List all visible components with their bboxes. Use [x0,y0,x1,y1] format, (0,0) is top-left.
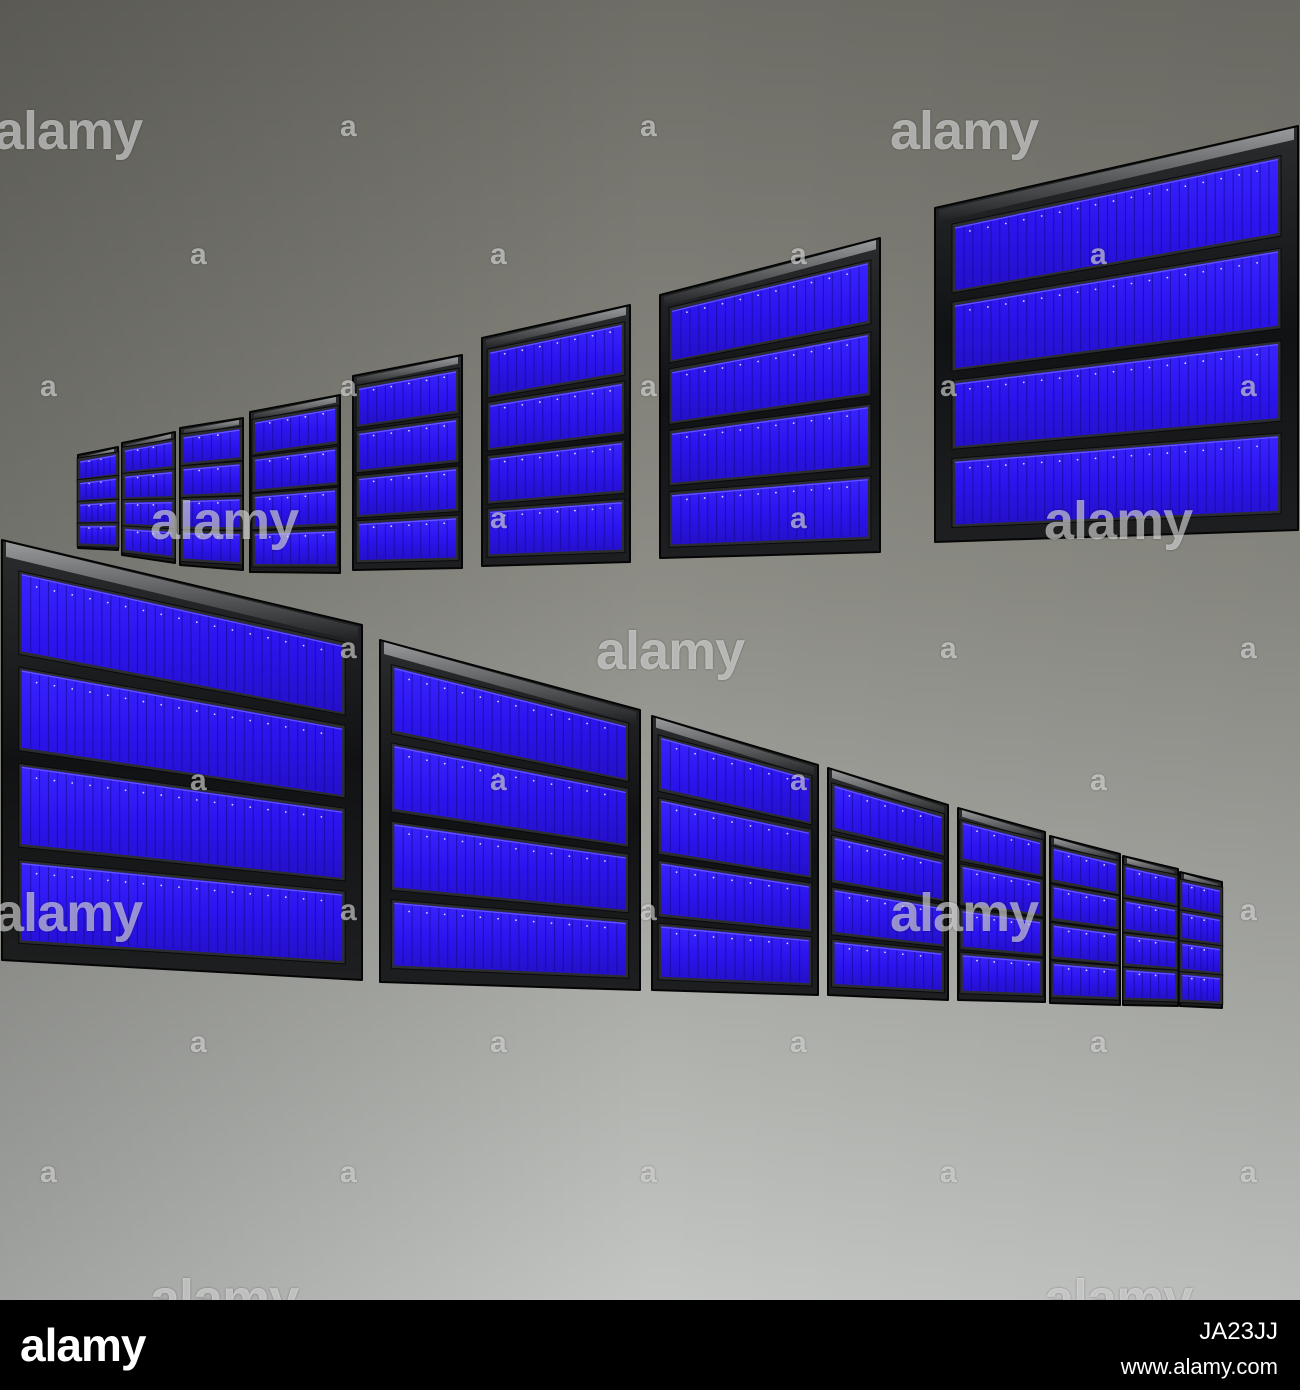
drive-panel [1053,848,1117,892]
lower-unit-5 [957,807,1046,1003]
drive-panel [358,370,457,425]
drive-panel [490,442,622,502]
watermark-center: alamy [596,621,745,681]
watermark-mark: a [490,764,507,797]
alamy-logo: alamy [20,1319,146,1371]
drive-panel [490,501,622,555]
watermark-mark: a [1240,370,1257,403]
watermark-mark: a [490,1026,507,1059]
watermark-mid-right: alamy [1044,491,1193,551]
watermark-mark: a [1240,632,1257,665]
watermark-lower-right: alamy [890,883,1039,943]
watermark-mark: a [340,110,357,143]
drive-panel [490,383,622,449]
watermark-mark: a [340,632,357,665]
site-url: www.alamy.com [1120,1354,1278,1379]
lower-rack-row [1,539,1224,1009]
watermark-mark: a [790,238,807,271]
lower-unit-7 [1122,855,1179,1007]
watermark-mark: a [190,1026,207,1059]
watermark-mark: a [790,1026,807,1059]
watermark-top-left: alamy [0,101,143,161]
lower-unit-1 [1,539,363,981]
upper-unit-5 [352,354,463,571]
stock-footer-bar: alamy JA23JJ www.alamy.com [0,1300,1300,1390]
lower-unit-4 [827,767,949,1001]
lower-unit-2 [379,639,641,991]
watermark-mark: a [940,632,957,665]
watermark-mark: a [640,110,657,143]
watermark-mark: a [640,1156,657,1189]
watermark-mark: a [190,764,207,797]
drive-panel [254,449,336,490]
upper-unit-8 [934,125,1299,543]
upper-rack-row [76,125,1299,574]
watermark-mark: a [40,1156,57,1189]
lower-unit-8 [1178,871,1224,1009]
drive-panel [962,866,1041,915]
drive-panel [358,420,457,470]
watermark-mark: a [1240,1156,1257,1189]
drive-panel [490,324,622,396]
watermark-mark: a [940,370,957,403]
upper-unit-3 [179,417,244,571]
watermark-mark: a [40,370,57,403]
watermark-mark: a [340,370,357,403]
server-racks-photo [0,0,1300,1300]
upper-unit-2 [121,431,176,564]
lower-unit-6 [1049,835,1121,1006]
drive-panel [962,955,1041,994]
image-id: JA23JJ [1199,1318,1278,1345]
watermark-mark: a [790,764,807,797]
drive-panel [962,822,1041,875]
watermark-mark: a [190,238,207,271]
drive-panel [254,490,336,527]
drive-panel [254,531,336,565]
watermark-mark: a [1090,1026,1107,1059]
watermark-top-right: alamy [890,101,1039,161]
watermark-mark: a [490,502,507,535]
lower-unit-3 [651,715,819,996]
watermark-mark: a [340,1156,357,1189]
watermark-mark: a [790,502,807,535]
watermark-mark: a [1090,764,1107,797]
upper-unit-1 [76,446,120,551]
watermark-mark: a [640,370,657,403]
upper-unit-7 [659,237,881,559]
upper-unit-4 [249,394,341,574]
watermark-lower-left: alamy [0,883,143,943]
watermark-mark: a [640,894,657,927]
upper-unit-6 [481,304,631,567]
drive-panel [358,469,457,516]
drive-panel [1053,963,1117,998]
drive-panel [962,910,1041,954]
watermark-mark: a [340,894,357,927]
watermark-mark: a [490,238,507,271]
drive-panel [358,518,457,561]
drive-panel [1053,925,1117,963]
watermark-mark: a [1090,238,1107,271]
watermark-mark: a [940,1156,957,1189]
watermark-mid-left: alamy [150,491,299,551]
watermark-mark: a [1240,894,1257,927]
